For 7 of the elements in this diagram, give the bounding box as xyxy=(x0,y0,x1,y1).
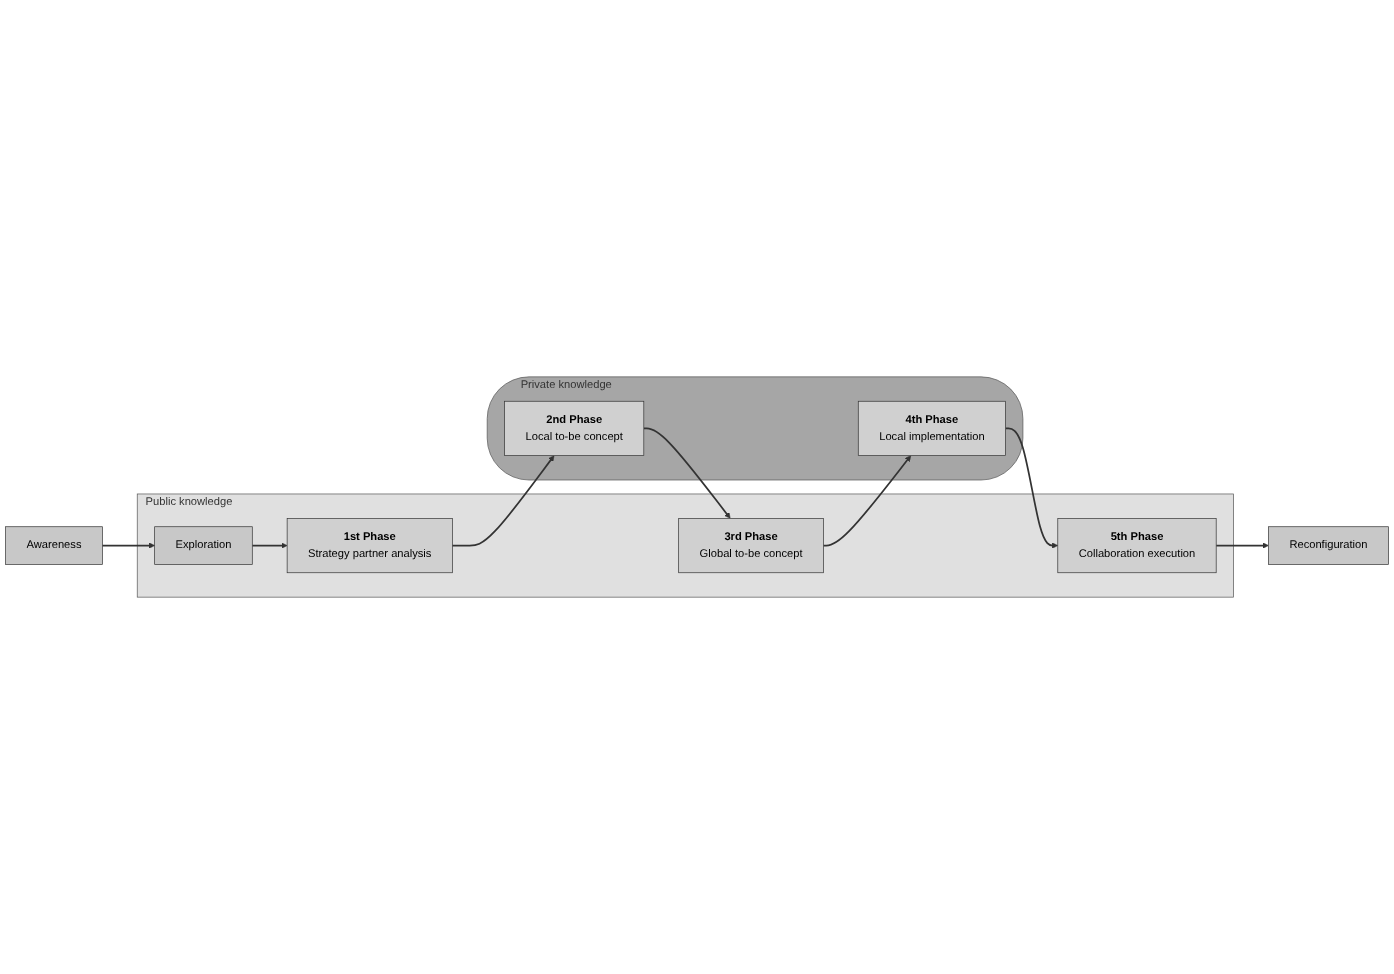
arrow xyxy=(642,427,731,519)
arrow xyxy=(1215,542,1269,549)
arrow xyxy=(1004,427,1059,549)
arrow xyxy=(822,455,912,547)
arrow xyxy=(451,455,555,547)
arrow xyxy=(101,542,155,549)
arrow xyxy=(251,542,288,549)
